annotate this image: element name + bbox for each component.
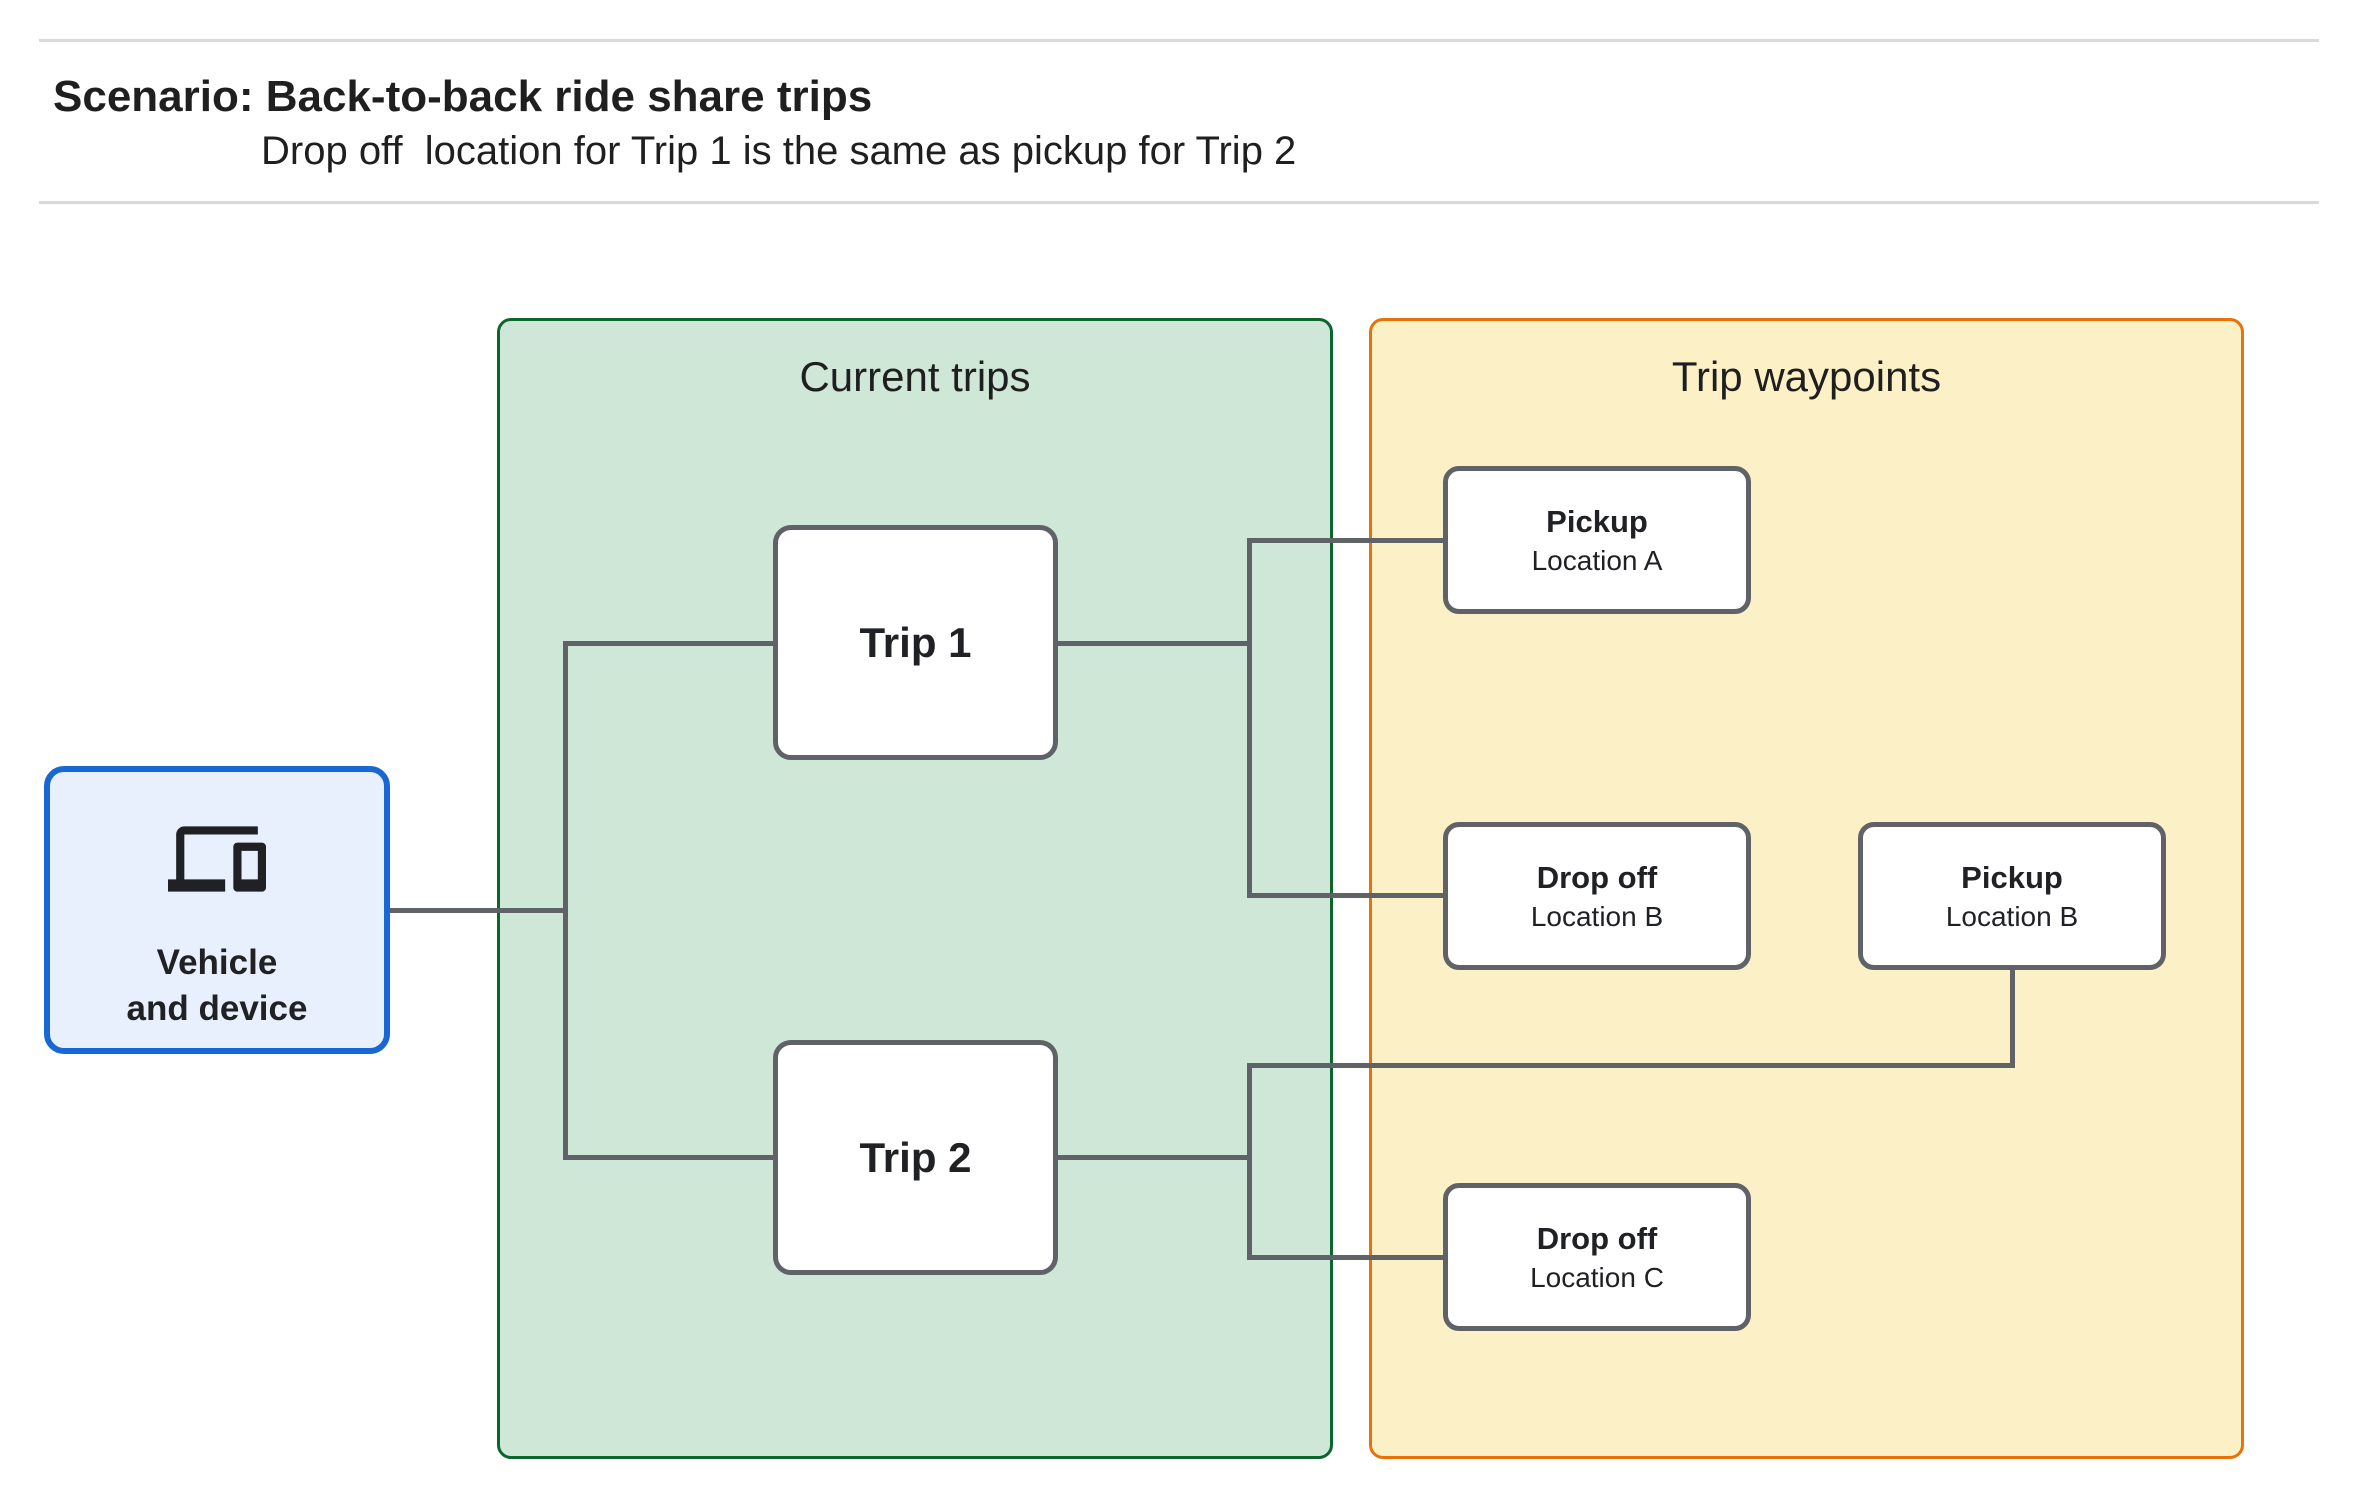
scenario-subtitle: Drop off location for Trip 1 is the same… bbox=[261, 129, 1297, 173]
connector-vehicle-to-trunk bbox=[388, 908, 568, 913]
waypoint-subtitle: Location B bbox=[1530, 900, 1664, 932]
devices-icon bbox=[50, 810, 384, 908]
connector-pickup-b-drop-vertical bbox=[2010, 968, 2015, 1068]
vehicle-node-label: Vehicle and device bbox=[50, 940, 384, 1032]
waypoint-title: Pickup bbox=[1961, 859, 2063, 895]
header-top-rule bbox=[39, 39, 2319, 42]
current-trips-group: Current trips bbox=[497, 318, 1333, 1459]
waypoint-subtitle: Location B bbox=[1945, 900, 2079, 932]
current-trips-group-title: Current trips bbox=[799, 353, 1031, 400]
header-bottom-rule bbox=[39, 201, 2319, 204]
trip-2-label: Trip 2 bbox=[859, 1133, 972, 1181]
waypoint-pickup-location-b: Pickup Location B bbox=[1858, 822, 2166, 970]
connector-trip1-out bbox=[1056, 641, 1252, 646]
waypoint-title: Pickup bbox=[1546, 503, 1648, 539]
trip-2-node: Trip 2 bbox=[773, 1040, 1058, 1275]
connector-trunk-to-trip1 bbox=[563, 641, 775, 646]
waypoint-dropoff-location-c: Drop off Location C bbox=[1443, 1183, 1751, 1331]
connector-trip2-junction-vertical bbox=[1247, 1063, 1252, 1260]
trip-1-label: Trip 1 bbox=[859, 618, 972, 666]
waypoint-dropoff-location-b: Drop off Location B bbox=[1443, 822, 1751, 970]
connector-trip2-out bbox=[1056, 1155, 1252, 1160]
waypoint-pickup-location-a: Pickup Location A bbox=[1443, 466, 1751, 614]
trip-waypoints-group-title: Trip waypoints bbox=[1671, 353, 1942, 400]
connector-to-pickup-a bbox=[1247, 538, 1445, 543]
scenario-title: Scenario: Back-to-back ride share trips bbox=[53, 72, 873, 121]
connector-trunk-vertical bbox=[563, 641, 568, 1160]
waypoint-subtitle: Location C bbox=[1530, 1261, 1664, 1293]
waypoint-subtitle: Location A bbox=[1531, 544, 1663, 576]
waypoint-title: Drop off bbox=[1536, 1220, 1658, 1256]
connector-to-dropoff-b bbox=[1247, 893, 1445, 898]
vehicle-label-line1: Vehicle bbox=[156, 943, 278, 982]
trip-1-node: Trip 1 bbox=[773, 525, 1058, 760]
connector-trunk-to-trip2 bbox=[563, 1155, 775, 1160]
vehicle-label-line2: and device bbox=[126, 989, 308, 1028]
connector-trip1-junction-vertical bbox=[1247, 538, 1252, 898]
connector-to-dropoff-c bbox=[1247, 1255, 1445, 1260]
waypoint-title: Drop off bbox=[1536, 859, 1658, 895]
vehicle-and-device-node: Vehicle and device bbox=[44, 766, 390, 1054]
connector-pickup-b-horizontal bbox=[1247, 1063, 2015, 1068]
